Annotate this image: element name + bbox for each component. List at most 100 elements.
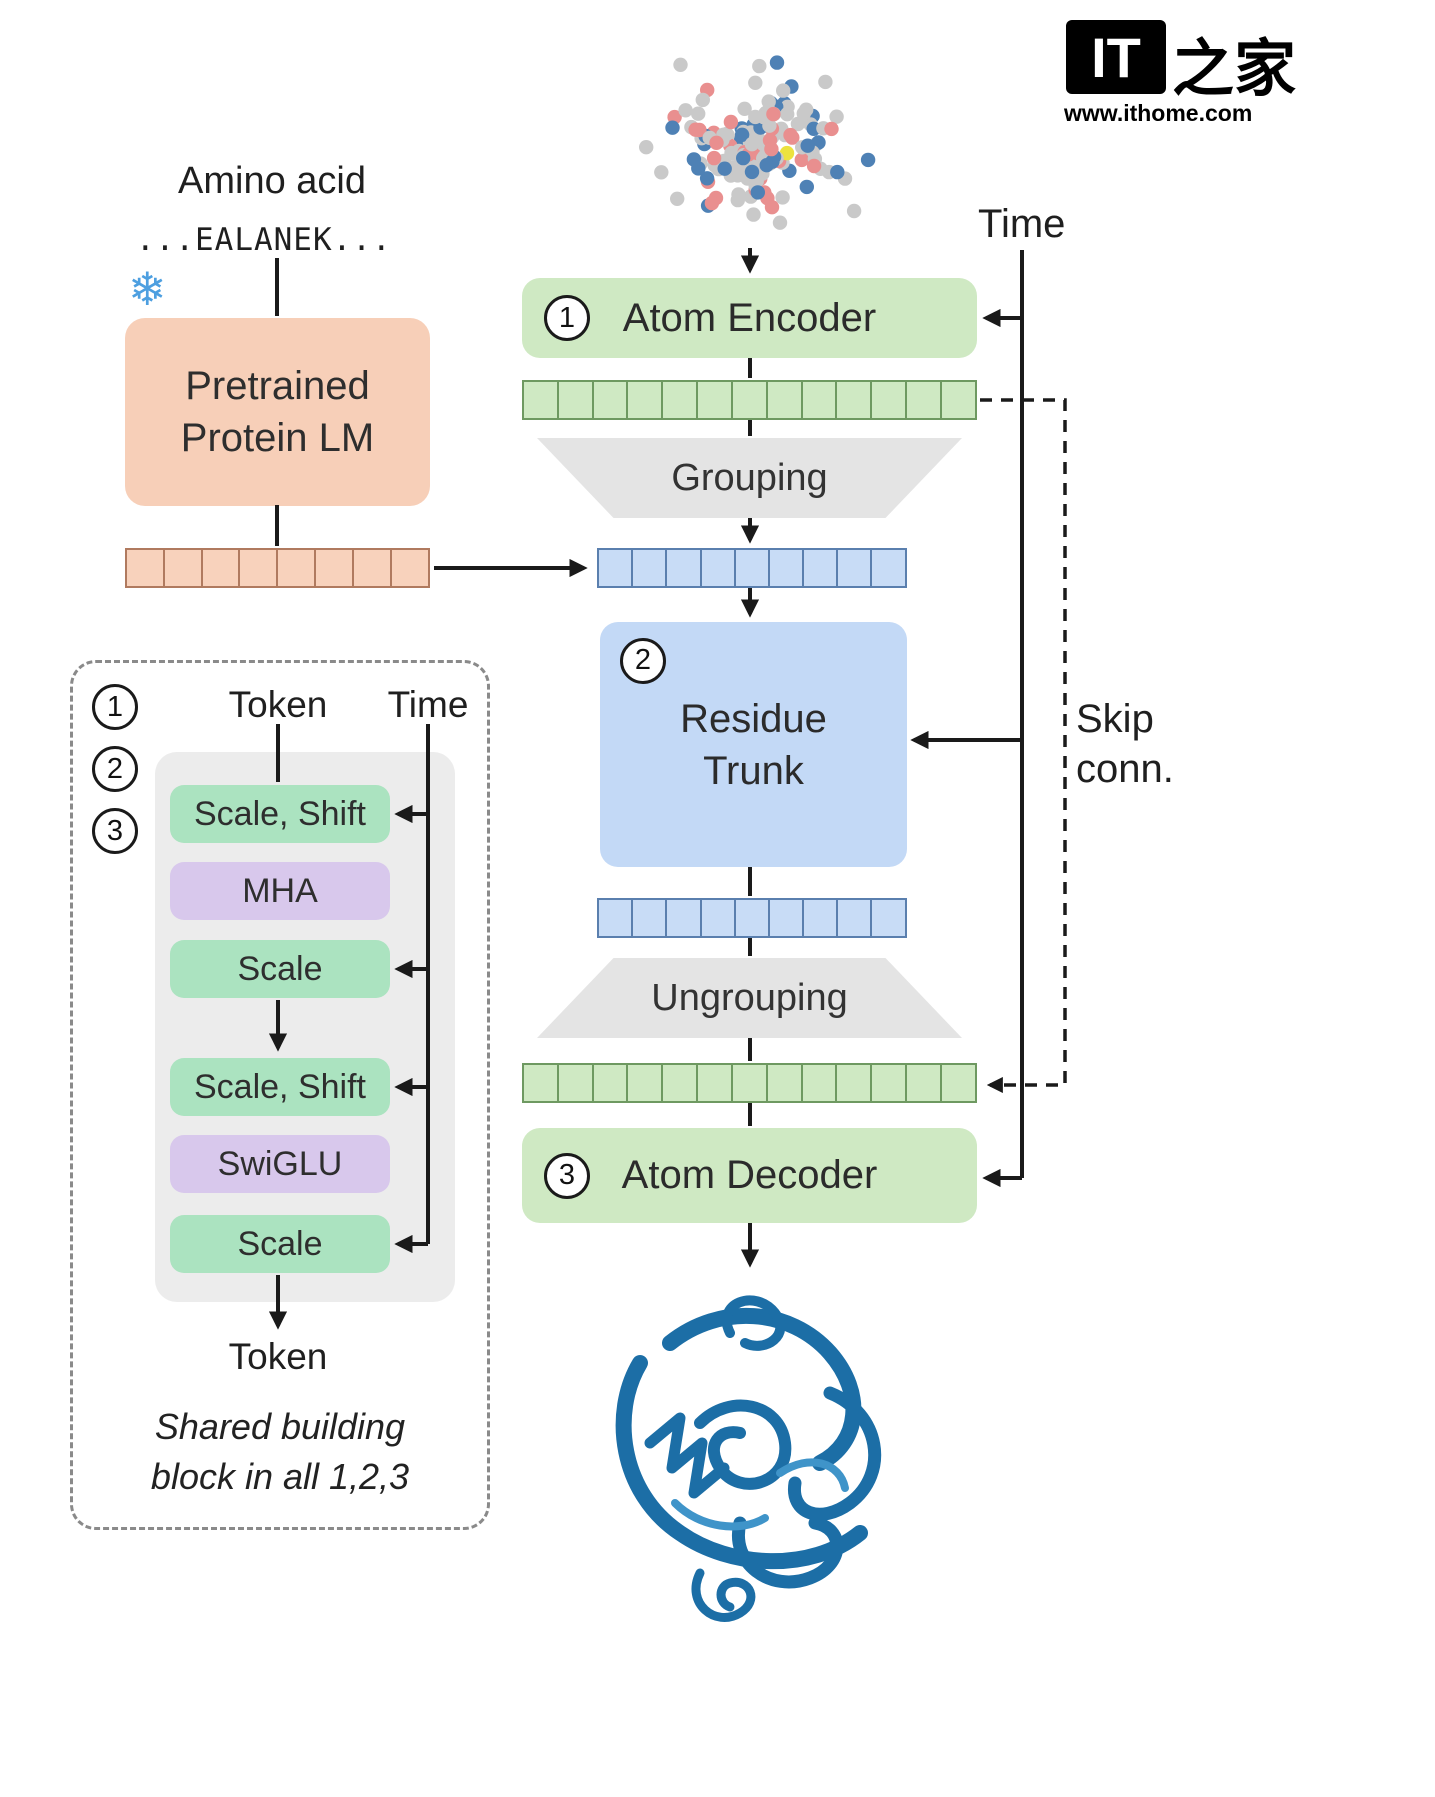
atom-dot [744,164,760,180]
block-scale-shift-1: Scale, Shift [170,785,390,843]
atom-dot [737,101,752,117]
panel-caption: Shared building block in all 1,2,3 [110,1402,450,1503]
amino-sequence: ...EALANEK... [136,222,392,258]
atom-dot [730,192,745,208]
atom-dot [639,140,654,155]
panel-time-label: Time [387,684,469,725]
atom-dot [717,161,732,176]
token-cell [870,380,908,420]
token-row-residues-top [597,548,908,588]
pretrained-protein-lm-box: Pretrained Protein LM [125,318,430,506]
token-cell [591,380,629,420]
atom-dot [695,92,710,108]
token-cell [631,548,668,588]
atom-dot [688,122,703,137]
token-cell [696,1063,734,1103]
token-cell [351,548,393,588]
token-row-atoms-bottom [522,1063,978,1103]
atom-dot [764,200,780,215]
atom-dot [748,75,763,91]
panel-badge-2: 2 [92,746,138,792]
token-cell [522,1063,560,1103]
atom-dot [818,74,833,90]
atom-dot [806,158,822,174]
atom-dot [704,195,720,211]
token-cell [765,1063,803,1103]
atom-dot [780,107,795,122]
token-cell [665,898,703,938]
token-cell [522,380,560,420]
atom-dot [846,203,862,219]
atom-dot [723,114,739,130]
panel-caption-line1: Shared building [154,1406,406,1447]
atom-dot [769,55,785,70]
atom-dot [799,179,814,195]
panel-badge-3: 3 [92,808,138,854]
amino-acid-label: Amino acid [178,160,366,202]
ungrouping-shape: Ungrouping [537,958,962,1038]
block-scale-1: Scale [170,940,390,998]
token-cell [626,1063,664,1103]
token-cell [939,1063,978,1103]
token-cell [665,548,703,588]
atom-dot [678,103,693,118]
atom-dot [830,164,845,180]
token-cell [556,380,595,420]
atom-dot [744,137,760,152]
atom-dot [673,57,688,72]
panel-token-output-label: Token [228,1336,328,1377]
token-row-atoms-top [522,380,978,420]
ithome-logo: IT [1066,20,1166,94]
lm-label-line2: Protein LM [180,416,375,460]
skip-connection-label: Skip conn. [1076,694,1174,794]
atom-dot [748,109,763,125]
step-3-badge: 3 [544,1152,590,1199]
token-cell [904,1063,943,1103]
token-cell [904,380,943,420]
atom-encoder-label: Atom Encoder [622,295,877,340]
trunk-label-line2: Trunk [703,748,804,793]
token-cell [597,548,634,588]
token-cell [733,898,771,938]
token-cell [661,380,699,420]
token-cell [162,548,204,588]
atom-dot [654,165,669,180]
panel-token-input-label: Token [228,684,328,725]
atom-dot [766,106,781,122]
atom-point-cloud-image [639,55,876,230]
token-cell [835,1063,873,1103]
token-cell [699,548,737,588]
atom-dot [709,135,724,150]
skip-label-line2: conn. [1076,747,1174,791]
token-cell [800,380,838,420]
atom-dot [724,145,739,161]
token-cell [870,898,908,938]
atom-dot [764,141,779,157]
atom-dot [829,109,844,124]
token-cell [696,380,734,420]
protein-structure-image [615,1295,882,1622]
atom-dot [794,152,809,168]
token-cell [730,1063,769,1103]
grouping-shape: Grouping [537,438,962,518]
atom-dot [746,207,761,222]
token-cell [276,548,317,588]
atom-dot [759,158,774,173]
atom-dot [699,171,715,186]
token-cell [631,898,668,938]
atom-dot [752,58,767,74]
step-2-badge: 2 [620,638,666,684]
token-cell [661,1063,699,1103]
token-cell [870,1063,908,1103]
shared-block-panel [70,660,490,1530]
atom-dot [860,152,876,168]
atom-dot [691,106,706,121]
atom-dot [775,190,790,205]
time-label: Time [978,202,1066,246]
token-row-residues-bottom [597,898,908,938]
token-cell [802,548,839,588]
atom-dot [776,83,791,98]
atom-dot [796,106,811,121]
token-cell [767,898,805,938]
